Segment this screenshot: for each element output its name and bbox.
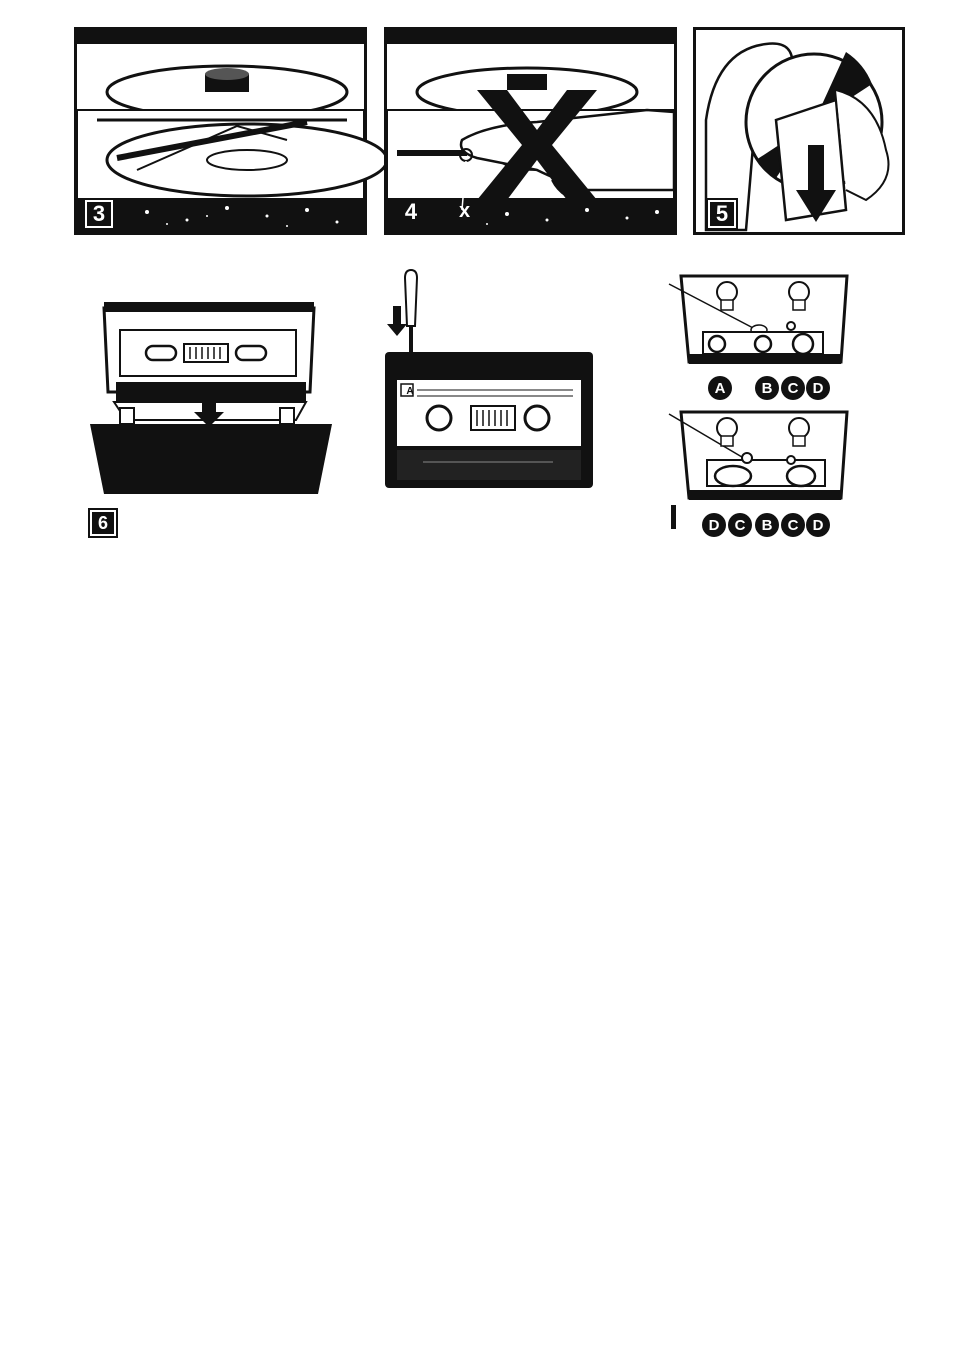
- step3-number: 3: [85, 200, 113, 228]
- push-down-arrow-icon: [387, 306, 407, 336]
- forbidden-touch-drawing: [387, 30, 674, 232]
- callout-b-center: B: [755, 513, 779, 537]
- tape-heads-drawing-bottom: [667, 410, 852, 510]
- step3-illustration: 3: [74, 27, 367, 235]
- callout-d-right: D: [806, 513, 830, 537]
- step6-illustration: 6: [86, 292, 336, 532]
- disc-tray-drawing: [77, 30, 364, 232]
- step4-illustration: 4 x: [384, 27, 677, 235]
- callout-a: A: [708, 376, 732, 400]
- step6-number: 6: [90, 510, 116, 536]
- step5-illustration: 5: [693, 27, 905, 235]
- callout-c: C: [781, 376, 805, 400]
- step5-number: 5: [708, 200, 736, 228]
- step4-mark-label: x: [459, 200, 470, 223]
- cassette-tab-illustration: A: [383, 266, 598, 496]
- head-cleaning-diagram-bottom: D C B C D: [667, 410, 852, 540]
- head-cleaning-diagram-top: A B C D: [667, 272, 852, 404]
- callout-d-left: D: [702, 513, 726, 537]
- cassette-side-label: A: [404, 386, 416, 397]
- cassette-insertion-drawing: [86, 292, 336, 502]
- callout-c-right: C: [781, 513, 805, 537]
- cassette-screwdriver-drawing: [383, 266, 598, 496]
- step4-number: 4: [397, 198, 425, 226]
- callout-d: D: [806, 376, 830, 400]
- tape-heads-drawing-top: [667, 272, 852, 372]
- callout-b: B: [755, 376, 779, 400]
- callout-c-left: C: [728, 513, 752, 537]
- figure-bar-marker: [671, 505, 676, 529]
